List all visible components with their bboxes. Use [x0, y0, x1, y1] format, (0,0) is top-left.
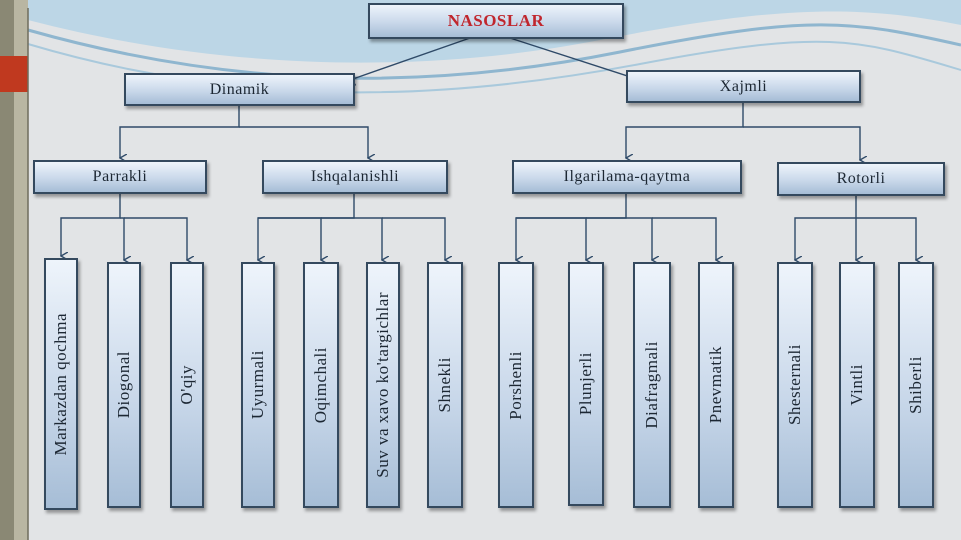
node-parrakli: Parrakli: [33, 160, 207, 194]
leaf-shesternali: Shesternali: [777, 262, 813, 508]
leaf-diafragmali: Diafragmali: [633, 262, 671, 508]
leaf-label: Shiberli: [906, 356, 925, 414]
leaf-markazdan-qochma: Markazdan qochma: [44, 258, 78, 510]
node-xajmli: Xajmli: [626, 70, 861, 103]
leaf-oqimchali: Oqimchali: [303, 262, 339, 508]
leaf-uyurmali: Uyurmali: [241, 262, 275, 508]
leaf-pnevmatik: Pnevmatik: [698, 262, 734, 508]
leaf-shiberli: Shiberli: [898, 262, 934, 508]
leaf-label: Pnevmatik: [706, 346, 725, 424]
left-border-strip-inner: [14, 0, 28, 540]
node-dinamik: Dinamik: [124, 73, 355, 106]
leaf-label: Diogonal: [114, 351, 133, 419]
root-node: NASOSLAR: [368, 3, 624, 39]
leaf-label: O'qiy: [177, 365, 196, 405]
node-ilgarilama-qaytma: Ilgarilama-qaytma: [512, 160, 742, 194]
leaf-label: Suv va xavo ko'targichlar: [373, 292, 392, 478]
leaf-plunjerli: Plunjerli: [568, 262, 604, 506]
leaf-suv-va-xavo: Suv va xavo ko'targichlar: [366, 262, 400, 508]
leaf-porshenli: Porshenli: [498, 262, 534, 508]
node-rotorli: Rotorli: [777, 162, 945, 196]
leaf-oqiy: O'qiy: [170, 262, 204, 508]
leaf-label: Plunjerli: [576, 352, 595, 416]
leaf-label: Markazdan qochma: [51, 312, 70, 456]
red-accent-tab: [0, 56, 28, 92]
left-border-strip: [0, 0, 14, 540]
leaf-label: Shnekli: [435, 357, 454, 413]
node-ishqalanishli: Ishqalanishli: [262, 160, 448, 194]
leaf-label: Oqimchali: [311, 346, 330, 424]
leaf-label: Shesternali: [785, 344, 804, 426]
leaf-label: Uyurmali: [248, 350, 267, 420]
leaf-diogonal: Diogonal: [107, 262, 141, 508]
leaf-label: Vintli: [847, 364, 866, 406]
leaf-label: Diafragmali: [642, 341, 661, 429]
leaf-label: Porshenli: [506, 350, 525, 420]
leaf-shnekli: Shnekli: [427, 262, 463, 508]
leaf-vintli: Vintli: [839, 262, 875, 508]
